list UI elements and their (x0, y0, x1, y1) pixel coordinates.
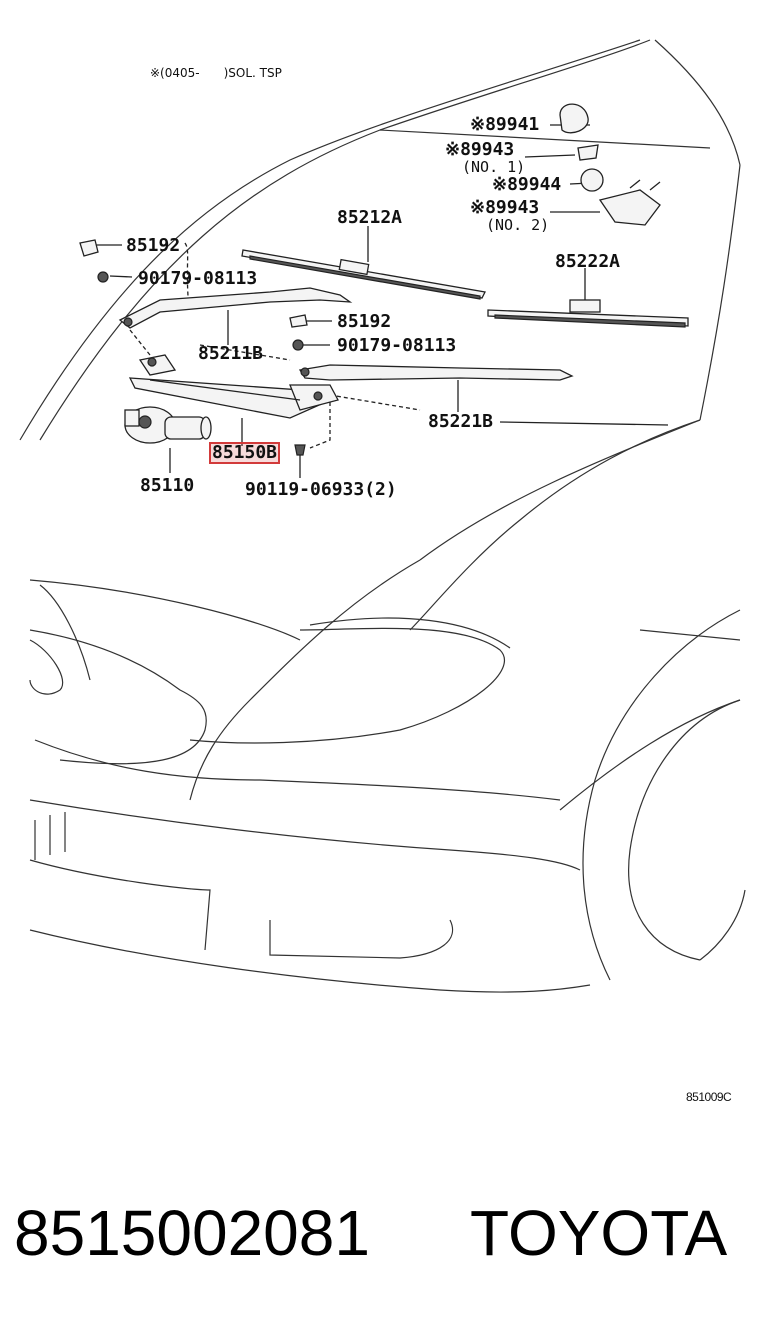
part-label-85192-upper[interactable]: 85192 (126, 235, 181, 256)
figure-reference-code: 851009C (686, 1090, 732, 1104)
part-label-85222a[interactable]: 85222A (555, 251, 621, 272)
wiper-arms (118, 287, 574, 381)
wiper-blades (241, 249, 689, 328)
part-label-85150b-highlighted[interactable]: 85150B (208, 442, 281, 464)
wiper-link-assembly (128, 354, 339, 419)
car-body-outline (19, 39, 746, 993)
part-label-85211b[interactable]: 85211B (198, 343, 264, 364)
wiper-motor (124, 406, 212, 444)
production-note: ※(0405- )SOL. TSP (150, 66, 282, 80)
part-label-89944[interactable]: ※89944 (492, 174, 562, 195)
part-label-90119[interactable]: 90119-06933(2) (245, 479, 397, 500)
part-label-85110[interactable]: 85110 (140, 475, 195, 496)
caption-brand: TOYOTA (470, 1197, 728, 1269)
small-parts (79, 103, 661, 456)
part-label-89943-no2[interactable]: ※89943 (470, 197, 540, 218)
caption-part-number: 8515002081 (14, 1197, 370, 1269)
part-label-89943-no1[interactable]: ※89943 (445, 139, 515, 160)
part-label-90179-lower[interactable]: 90179-08113 (337, 335, 457, 356)
part-label-85212a[interactable]: 85212A (337, 207, 403, 228)
part-label-85192-lower[interactable]: 85192 (337, 311, 392, 332)
part-label-89941[interactable]: ※89941 (470, 114, 540, 135)
part-label-85221b[interactable]: 85221B (428, 411, 494, 432)
part-label-90179-upper[interactable]: 90179-08113 (138, 268, 258, 289)
part-sublabel-no2: (NO. 2) (486, 216, 550, 234)
part-sublabel-no1: (NO. 1) (462, 158, 526, 176)
leader-lines (92, 124, 669, 478)
